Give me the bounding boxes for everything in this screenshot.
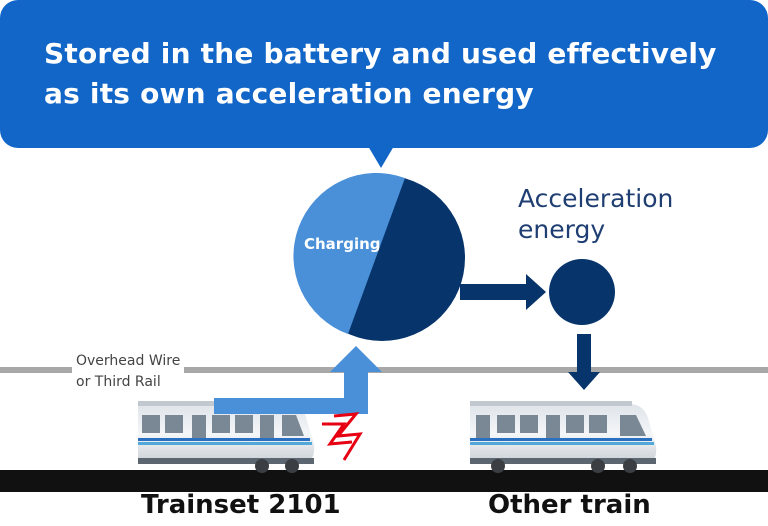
- acceleration-energy-circle: [549, 259, 615, 325]
- energy-flow-arrow: [460, 274, 546, 310]
- other-train-label: Other train: [488, 490, 651, 520]
- spark-icon: [322, 412, 363, 461]
- overhead-wire-label: Overhead Wire or Third Rail: [72, 351, 185, 393]
- acceleration-line-2: energy: [518, 215, 606, 244]
- wire-line-2: or Third Rail: [76, 374, 161, 390]
- trainset-2101-train: [138, 401, 315, 473]
- bubble-line-2: as its own acceleration energy: [44, 77, 534, 110]
- acceleration-down-arrow: [568, 334, 600, 390]
- bubble-heading: Stored in the battery and used effective…: [44, 34, 744, 114]
- trainset-2101-label: Trainset 2101: [141, 490, 341, 520]
- other-train: [470, 401, 657, 473]
- speech-bubble: [0, 0, 768, 168]
- charging-label: Charging: [304, 235, 381, 253]
- wire-line-1: Overhead Wire: [76, 353, 181, 369]
- overhead-wire-line: [0, 367, 768, 373]
- battery-charging-circle: [293, 172, 465, 341]
- acceleration-line-1: Acceleration: [518, 184, 674, 213]
- regeneration-arrow: [214, 346, 382, 414]
- bubble-line-1: Stored in the battery and used effective…: [44, 37, 717, 70]
- acceleration-energy-label: Acceleration energy: [518, 183, 673, 245]
- rail-track: [0, 470, 768, 492]
